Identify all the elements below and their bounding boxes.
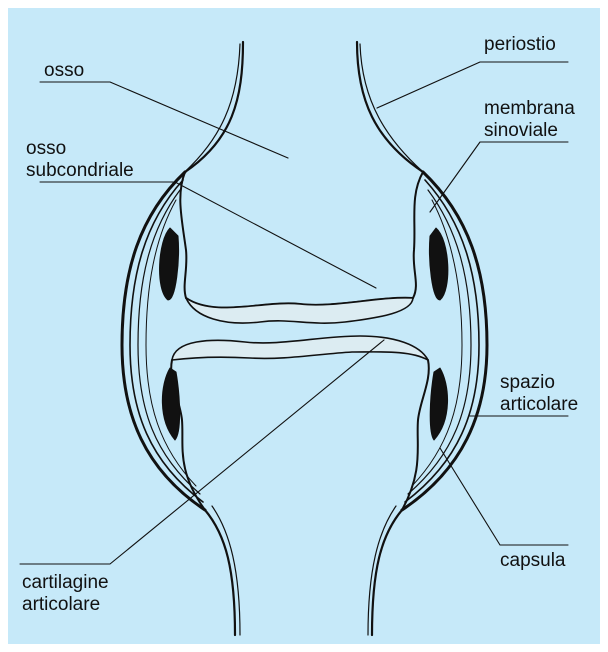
leader-cartilagine-articolare [20, 340, 384, 564]
label-osso-subcondriale: osso subcondriale [26, 138, 134, 182]
label-membrana-sinoviale-line2: sinoviale [484, 120, 575, 142]
leader-capsula [440, 448, 568, 545]
label-spazio-articolare: spazio articolare [500, 372, 578, 416]
leader-membrana-sinoviale [430, 142, 568, 212]
label-periostio: periostio [484, 34, 556, 56]
lower-bone [171, 360, 429, 635]
label-capsula: capsula [500, 550, 566, 572]
label-membrana-sinoviale: membrana sinoviale [484, 98, 575, 142]
label-cartilagine-articolare-line2: articolare [22, 594, 109, 616]
upper-bone [178, 42, 430, 308]
label-cartilagine-articolare-line1: cartilagine [22, 572, 109, 594]
label-osso-text: osso [44, 60, 84, 82]
label-membrana-sinoviale-line1: membrana [484, 98, 575, 120]
label-osso-subcondriale-line1: osso [26, 138, 134, 160]
label-cartilagine-articolare: cartilagine articolare [22, 572, 109, 616]
lower-cartilage [172, 336, 428, 360]
label-periostio-text: periostio [484, 34, 556, 56]
label-osso-subcondriale-line2: subcondriale [26, 160, 134, 182]
label-spazio-articolare-line1: spazio [500, 372, 578, 394]
label-spazio-articolare-line2: articolare [500, 394, 578, 416]
synovial-recesses [160, 228, 448, 440]
leader-osso-subcondriale [40, 182, 376, 288]
upper-cartilage [186, 298, 413, 323]
label-osso: osso [44, 60, 84, 82]
label-capsula-text: capsula [500, 550, 566, 572]
